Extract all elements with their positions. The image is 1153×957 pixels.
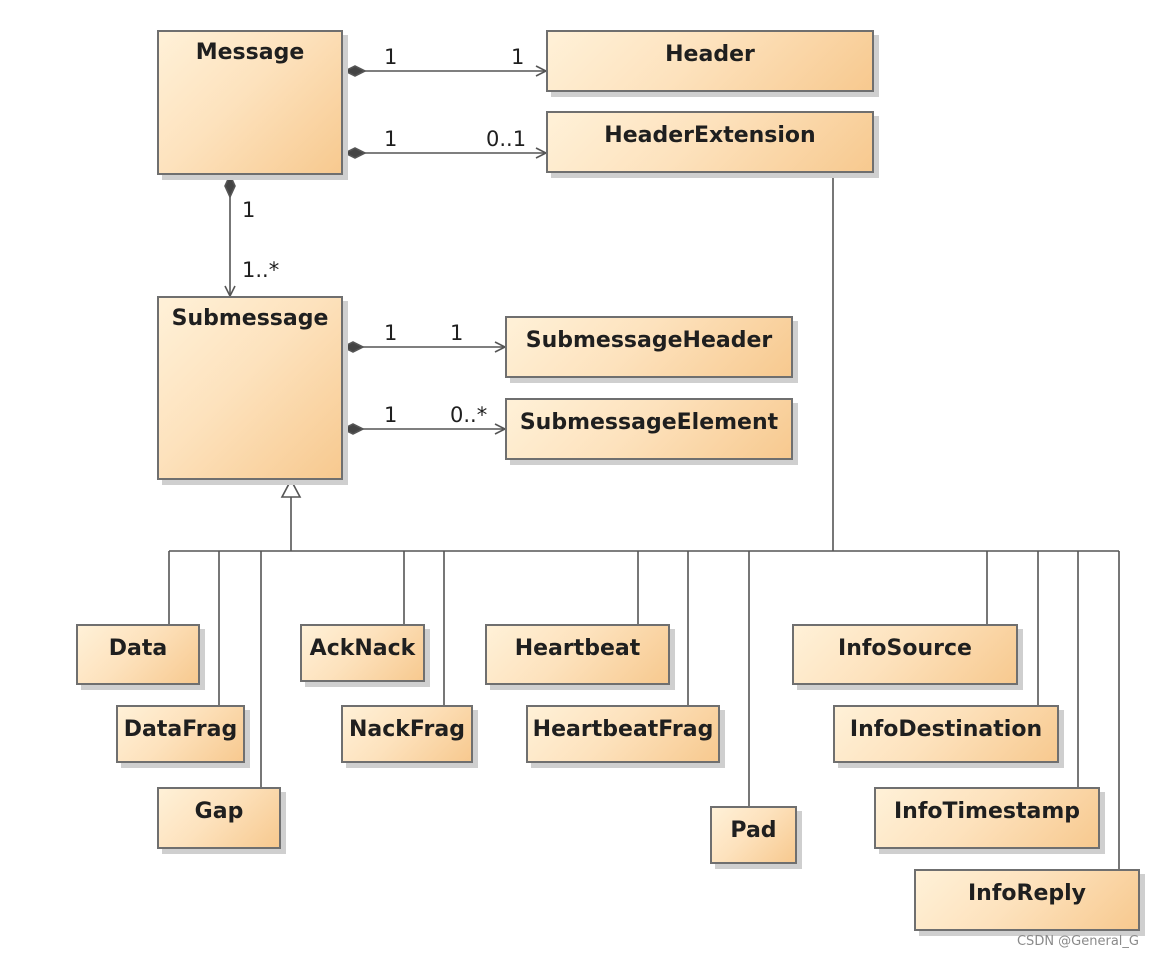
class-data: Data <box>76 624 200 685</box>
class-infotimestamp: InfoTimestamp <box>874 787 1100 849</box>
class-infosource: InfoSource <box>792 624 1018 685</box>
mult-message-header-src: 1 <box>384 45 398 69</box>
class-infodestination-label: InfoDestination <box>849 717 1043 742</box>
class-submessage: Submessage <box>157 296 343 480</box>
class-heartbeat-label: Heartbeat <box>514 636 641 661</box>
class-data-label: Data <box>108 636 168 661</box>
mult-message-ext-dst: 0..1 <box>486 127 527 151</box>
class-inforeply: InfoReply <box>914 869 1140 931</box>
class-header: Header <box>546 30 874 92</box>
class-message-label: Message <box>195 40 305 65</box>
class-submessage-header-label: SubmessageHeader <box>525 328 773 353</box>
class-nackfrag: NackFrag <box>341 705 473 763</box>
class-submessage-element: SubmessageElement <box>505 398 793 460</box>
class-datafrag: DataFrag <box>116 705 245 763</box>
class-infosource-label: InfoSource <box>838 636 972 661</box>
class-heartbeatfrag: HeartbeatFrag <box>526 705 720 763</box>
class-gap: Gap <box>157 787 281 849</box>
class-header-extension: HeaderExtension <box>546 111 874 173</box>
generalization-triangle <box>280 478 302 498</box>
mult-sub-element-src: 1 <box>384 403 398 427</box>
diamond-message-submessage <box>224 173 236 199</box>
class-inforeply-label: InfoReply <box>967 881 1087 906</box>
class-submessage-header: SubmessageHeader <box>505 316 793 378</box>
class-pad: Pad <box>710 806 797 864</box>
class-infodestination: InfoDestination <box>833 705 1059 763</box>
mult-sub-header-dst: 1 <box>450 321 464 345</box>
class-heartbeatfrag-label: HeartbeatFrag <box>532 717 714 742</box>
class-pad-label: Pad <box>730 818 777 843</box>
class-acknack-label: AckNack <box>309 636 416 661</box>
class-datafrag-label: DataFrag <box>123 717 238 742</box>
diamond-sub-element <box>341 423 365 435</box>
class-header-label: Header <box>665 42 755 67</box>
mult-message-sub-src: 1 <box>242 198 256 222</box>
class-message: Message <box>157 30 343 175</box>
mult-sub-element-dst: 0..* <box>450 403 488 427</box>
class-heartbeat: Heartbeat <box>485 624 670 685</box>
mult-sub-header-src: 1 <box>384 321 398 345</box>
class-header-extension-label: HeaderExtension <box>604 123 816 148</box>
diamond-sub-header <box>341 341 365 353</box>
class-gap-label: Gap <box>194 799 244 824</box>
class-submessage-element-label: SubmessageElement <box>519 410 779 435</box>
diamond-message-header <box>343 65 367 77</box>
class-nackfrag-label: NackFrag <box>349 717 465 742</box>
class-acknack: AckNack <box>300 624 425 682</box>
class-submessage-label: Submessage <box>171 306 329 331</box>
mult-message-header-dst: 1 <box>511 45 525 69</box>
watermark: CSDN @General_G <box>1016 934 1139 949</box>
mult-message-sub-dst: 1..* <box>242 258 280 282</box>
diamond-message-extension <box>343 147 367 159</box>
mult-message-ext-src: 1 <box>384 127 398 151</box>
class-infotimestamp-label: InfoTimestamp <box>893 799 1081 824</box>
